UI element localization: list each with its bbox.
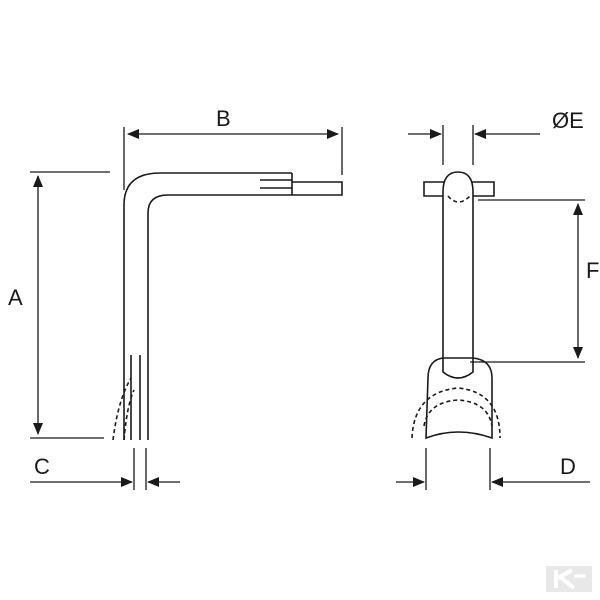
front-view-wrench xyxy=(411,171,501,440)
dimension-d-label: D xyxy=(560,454,576,479)
wrench-end-hidden-line-2 xyxy=(123,389,135,441)
dimension-c xyxy=(30,448,180,490)
wrench-lower-shaft xyxy=(130,355,141,440)
dimension-a xyxy=(30,171,110,439)
front-view-socket xyxy=(425,357,493,440)
wrench-outer-contour xyxy=(123,172,292,440)
wrench-inner-contour xyxy=(147,194,292,440)
front-view-hidden-top xyxy=(447,195,471,203)
front-view-hidden-arc-inner xyxy=(423,399,493,427)
dimension-d xyxy=(396,448,590,490)
brand-logo-watermark xyxy=(546,566,592,592)
dimension-e xyxy=(408,125,540,165)
wrench-arm-tip xyxy=(292,181,343,196)
dimension-f-label: F xyxy=(586,258,599,283)
wrench-arm-socket xyxy=(260,173,293,195)
wrench-end-hidden-line xyxy=(112,377,132,441)
dimension-c-label: C xyxy=(34,454,50,479)
dimension-f xyxy=(470,199,585,363)
dimension-e-label: ØE xyxy=(552,108,584,133)
dimension-a-label: A xyxy=(8,285,23,310)
front-view-shaft xyxy=(442,171,474,379)
side-view-wrench xyxy=(112,172,343,441)
front-view-hidden-arc-outer xyxy=(411,387,501,439)
dimension-b xyxy=(123,127,343,190)
dimension-b-label: B xyxy=(216,106,231,131)
